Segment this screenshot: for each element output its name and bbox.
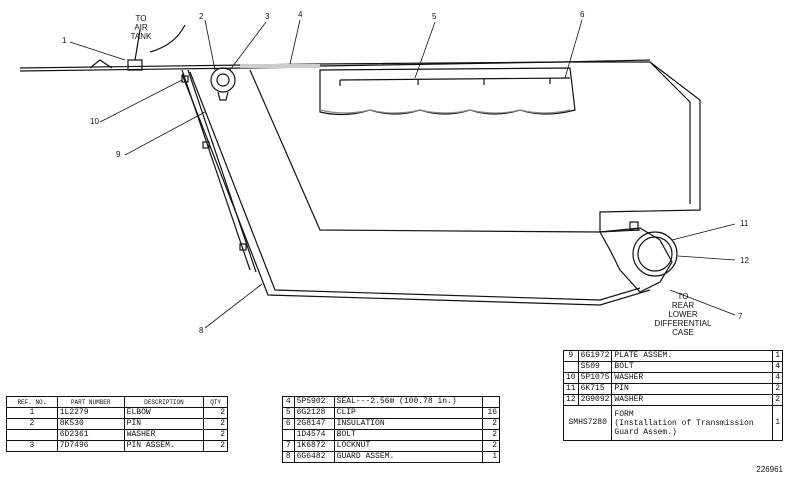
callout-8: 8	[199, 326, 204, 335]
figure-number: 226961	[756, 465, 783, 474]
callout-6: 6	[580, 10, 585, 19]
callout-1: 1	[62, 36, 67, 45]
callout-3: 3	[265, 12, 270, 21]
callout-2: 2	[199, 12, 204, 21]
form-desc: FORM	[614, 409, 634, 419]
table-row-form: SMHS7280 FORM (Installation of Transmiss…	[562, 405, 783, 441]
header-ref: REF. NO.	[6, 396, 58, 408]
callout-5: 5	[432, 12, 437, 21]
callout-11: 11	[740, 219, 749, 228]
header-desc: DESCRIPTION	[123, 396, 205, 408]
form-note: (Installation of Transmission Guard Asse…	[614, 418, 754, 437]
to-rear-label: TO REAR LOWER DIFFERENTIAL CASE	[654, 292, 712, 337]
callout-12: 12	[740, 256, 749, 265]
callout-7: 7	[738, 312, 743, 321]
callout-9: 9	[116, 150, 121, 159]
header-part: PART NUMBER	[56, 396, 125, 408]
header-qty: QTY	[203, 396, 228, 408]
callout-4: 4	[298, 10, 303, 19]
to-air-tank-label: TO AIR TANK	[130, 14, 152, 41]
callout-10: 10	[90, 117, 99, 126]
